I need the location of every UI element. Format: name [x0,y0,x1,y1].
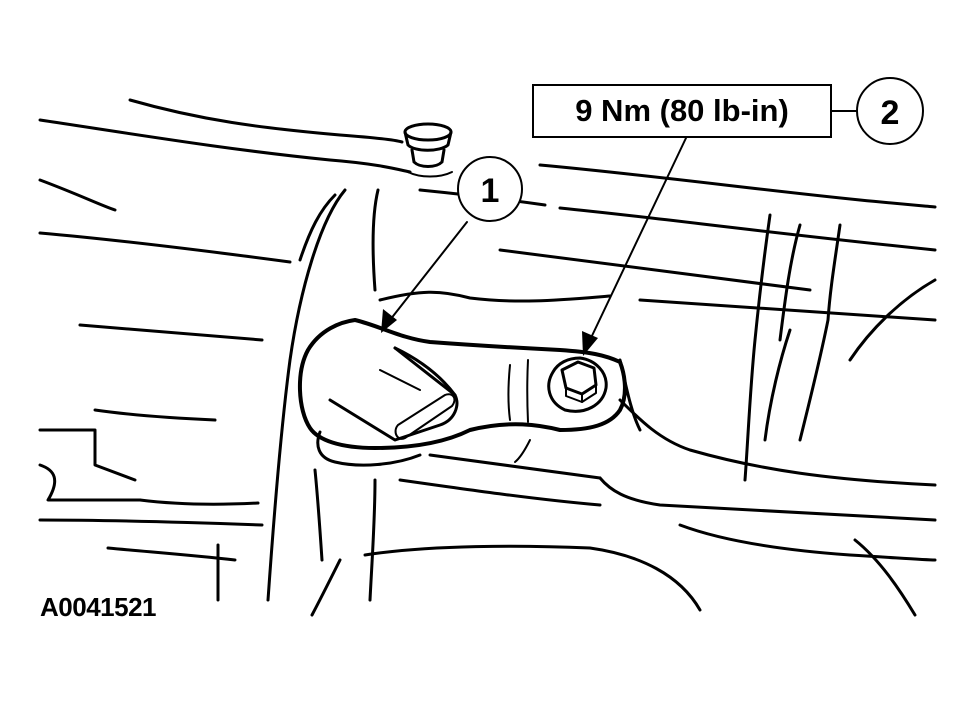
body-line [128,98,404,144]
body-line [38,428,137,482]
body-rib [266,188,347,602]
callout-2: 2 [856,77,924,145]
body-rib [298,193,337,262]
sensor-component [298,318,627,467]
body-line [558,206,937,252]
body-line [38,518,264,527]
body-line [78,323,264,342]
leader-line-2 [589,137,687,341]
body-line [678,523,937,562]
body-line [38,463,142,502]
torque-spec-text: 9 Nm (80 lb-in) [575,93,789,128]
body-line [428,453,602,480]
bolt [547,356,608,413]
body-line [853,538,917,617]
callout-2-number: 2 [881,94,900,132]
body-rib [848,278,937,362]
body-line [106,546,237,562]
leader-arrowhead-1 [381,309,397,333]
body-line [398,478,602,507]
callout-1: 1 [457,156,523,222]
body-line [138,498,260,506]
body-rib [371,188,380,292]
body-line [93,408,217,422]
body-line [498,248,812,292]
body-line [638,298,937,322]
body-line [618,398,937,487]
body-line [538,163,937,209]
callout-1-number: 1 [481,172,500,210]
body-line [368,478,377,602]
body-line [378,290,612,303]
plug-cap [403,122,453,178]
body-rib [743,213,772,482]
body-line [363,544,702,612]
body-rib [798,223,842,442]
torque-spec-box: 9 Nm (80 lb-in) [532,84,832,138]
leader-line-1 [389,221,468,321]
body-line [38,118,412,174]
body-rib [778,223,802,342]
figure-id: A0041521 [40,592,157,622]
leader-arrowhead-2 [582,331,598,356]
body-line [598,476,937,522]
body-line [38,231,292,264]
body-rib [763,328,792,442]
body-line [313,468,324,562]
body-line [310,558,342,617]
body-line [38,178,117,212]
